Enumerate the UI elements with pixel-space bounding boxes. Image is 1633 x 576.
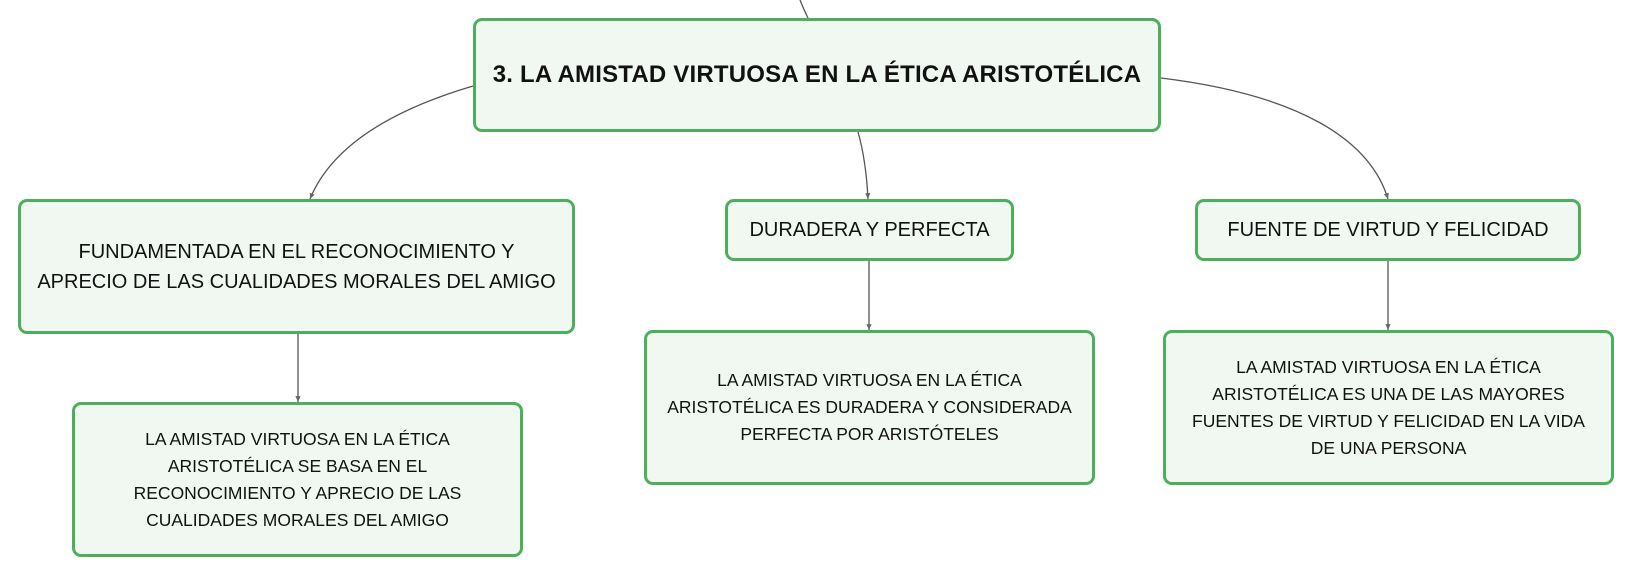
subtopic-label-duradera: LA AMISTAD VIRTUOSA EN LA ÉTICA ARISTOTÉ…	[667, 370, 1072, 444]
topic-node-fuente[interactable]: FUENTE DE VIRTUD Y FELICIDAD	[1195, 199, 1581, 261]
subtopic-label-fuente: LA AMISTAD VIRTUOSA EN LA ÉTICA ARISTOTÉ…	[1192, 356, 1585, 458]
topic-node-fundamentada[interactable]: FUNDAMENTADA EN EL RECONOCIMIENTO Y APRE…	[18, 199, 575, 334]
subtopic-node-duradera[interactable]: LA AMISTAD VIRTUOSA EN LA ÉTICA ARISTOTÉ…	[644, 330, 1095, 485]
connector-root-to-mid	[857, 131, 871, 200]
root-topic-label: 3. LA AMISTAD VIRTUOSA EN LA ÉTICA ARIST…	[492, 61, 1142, 88]
subtopic-label-fundamentada: LA AMISTAD VIRTUOSA EN LA ÉTICA ARISTOTÉ…	[133, 428, 462, 530]
root-topic-node[interactable]: 3. LA AMISTAD VIRTUOSA EN LA ÉTICA ARIST…	[473, 18, 1161, 132]
connector-root-to-left	[309, 85, 474, 200]
topic-label-fuente: FUENTE DE VIRTUD Y FELICIDAD	[1227, 219, 1549, 241]
subtopic-node-fuente[interactable]: LA AMISTAD VIRTUOSA EN LA ÉTICA ARISTOTÉ…	[1163, 330, 1614, 485]
connector-root-to-right	[1160, 77, 1389, 200]
topic-node-duradera[interactable]: DURADERA Y PERFECTA	[725, 199, 1014, 261]
connector-incoming	[799, 0, 809, 19]
subtopic-node-fundamentada[interactable]: LA AMISTAD VIRTUOSA EN LA ÉTICA ARISTOTÉ…	[72, 402, 523, 557]
topic-label-duradera: DURADERA Y PERFECTA	[749, 219, 990, 241]
topic-label-fundamentada: FUNDAMENTADA EN EL RECONOCIMIENTO Y APRE…	[37, 240, 556, 293]
